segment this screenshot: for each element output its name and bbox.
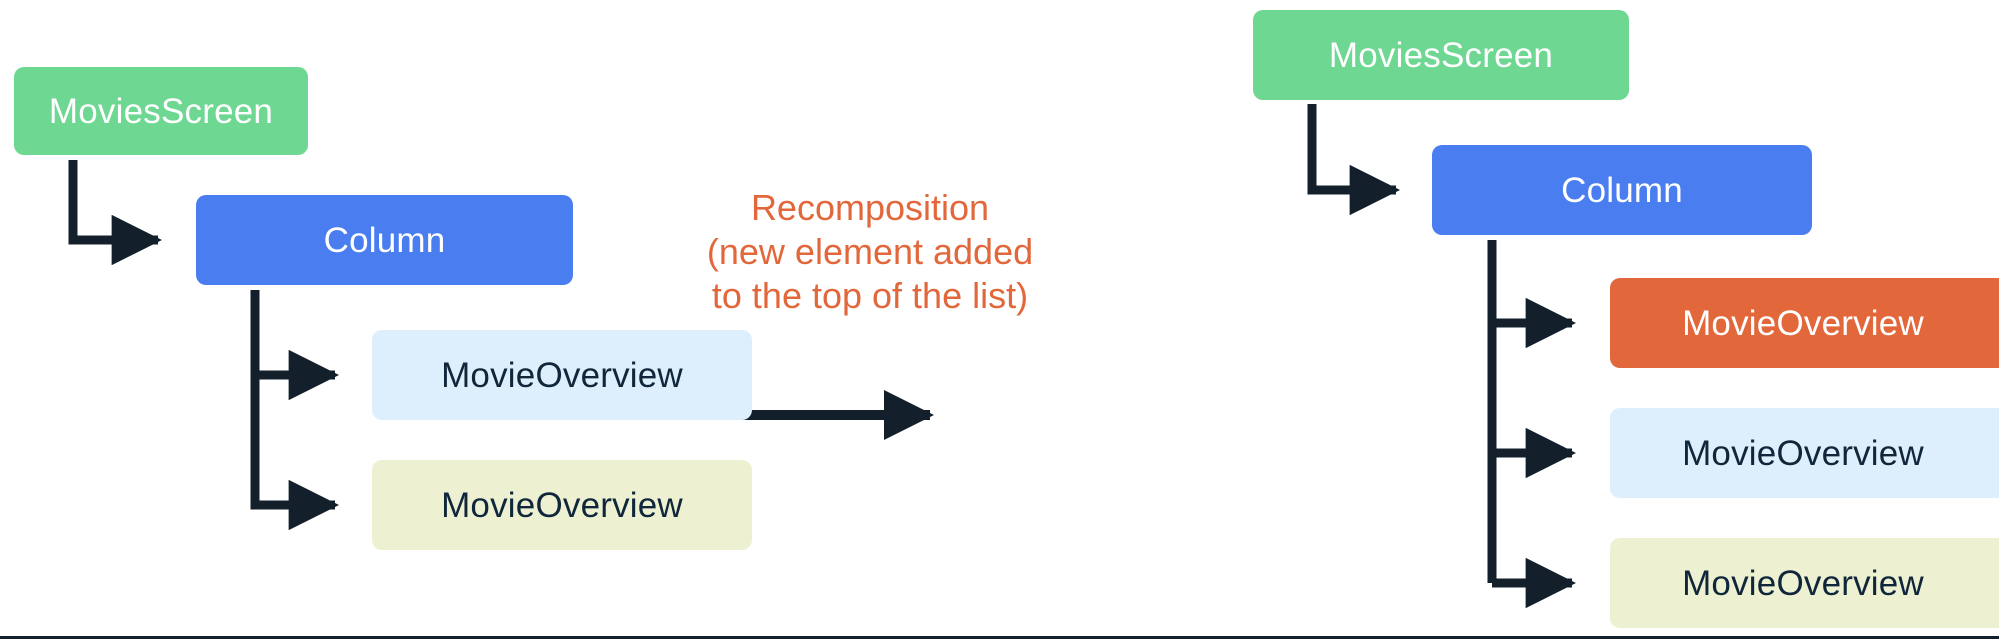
node-label: Column: [1561, 170, 1683, 210]
node-label: MovieOverview: [441, 355, 683, 395]
node-label: MoviesScreen: [48, 91, 274, 131]
node-label: MovieOverview: [441, 485, 683, 525]
node-label: Column: [323, 220, 446, 260]
after-node-movies-screen[interactable]: MoviesScreen: [1253, 10, 1629, 100]
before-node-movie-overview-1[interactable]: MovieOverview: [372, 330, 752, 420]
node-label: MovieOverview: [1682, 563, 1924, 603]
recomposition-caption: Recomposition (new element added to the …: [706, 187, 1034, 316]
before-node-movies-screen[interactable]: MoviesScreen: [14, 67, 308, 155]
edge-after-moviesscreen-to-column: [1307, 104, 1401, 216]
after-node-movie-overview-2[interactable]: MovieOverview: [1610, 408, 1999, 498]
before-node-movie-overview-2[interactable]: MovieOverview: [372, 460, 752, 550]
node-label: MovieOverview: [1682, 303, 1924, 343]
after-node-column[interactable]: Column: [1432, 145, 1812, 235]
before-node-column[interactable]: Column: [196, 195, 573, 285]
bottom-divider: [0, 636, 1999, 639]
node-label: MovieOverview: [1682, 433, 1924, 473]
node-label: MoviesScreen: [1328, 35, 1554, 75]
after-node-movie-overview-3[interactable]: MovieOverview: [1610, 538, 1999, 628]
edge-before-moviesscreen-to-column: [68, 160, 163, 266]
after-node-movie-overview-1[interactable]: MovieOverview: [1610, 278, 1999, 368]
edge-before-column-trunk-lower: [250, 375, 340, 531]
